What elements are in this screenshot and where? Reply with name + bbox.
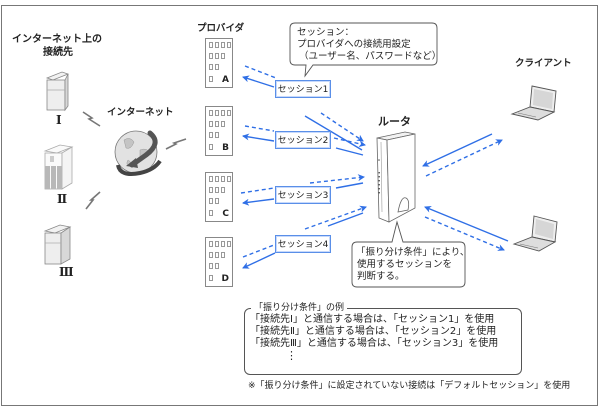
arrow-router-to-client1 bbox=[425, 139, 503, 177]
arrow-s4-from-provider bbox=[242, 244, 275, 258]
rule-line-3: 「接続先Ⅲ」と通信する場合は、「セッション3」を使用 bbox=[250, 338, 499, 349]
arrow-s1-from-provider bbox=[244, 65, 277, 79]
server-label-1: Ⅰ bbox=[56, 113, 62, 127]
router-callout-outline bbox=[351, 220, 466, 288]
rule-ellipsis: ⋮ bbox=[286, 349, 297, 362]
provider-label: C bbox=[222, 209, 229, 219]
provider-label: D bbox=[221, 274, 229, 284]
arrow-s2-to-provider bbox=[242, 133, 275, 142]
arrow-s3-from-provider bbox=[240, 187, 275, 194]
provider-label: A bbox=[222, 75, 229, 85]
lightning-bolt-icon-3 bbox=[85, 191, 101, 210]
router-callout-line3: 判断する。 bbox=[357, 271, 405, 282]
session-4-box: セッション4 bbox=[275, 235, 331, 253]
rules-note: ※「振り分け条件」に設定されていない接続は「デフォルトセッション」を使用 bbox=[248, 381, 571, 391]
lightning-bolt-icon-1 bbox=[82, 111, 101, 127]
session-1-box: セッション1 bbox=[275, 80, 331, 98]
provider-label: B bbox=[222, 143, 229, 153]
arrow-client1-to-router bbox=[422, 133, 493, 167]
lightning-bolt-icon-2 bbox=[165, 138, 187, 150]
server-icon-2 bbox=[43, 144, 74, 190]
rules-title: 「振り分け条件」の例 bbox=[251, 302, 348, 314]
provider-b: B bbox=[205, 106, 233, 156]
clients-title: クライアント bbox=[515, 58, 572, 69]
arrow-s2-to-router bbox=[333, 137, 366, 148]
arrow-s4-to-provider bbox=[242, 252, 276, 269]
internet-label: インターネット bbox=[107, 107, 174, 118]
session-3-box: セッション3 bbox=[275, 186, 331, 204]
destinations-title-line1: インターネット上の bbox=[12, 34, 102, 45]
arrow-s1-to-router bbox=[320, 112, 364, 142]
globe-icon bbox=[114, 130, 162, 176]
server-label-2: Ⅱ bbox=[57, 192, 68, 206]
providers-title: プロバイダ bbox=[197, 23, 245, 34]
arrow-s1-to-provider bbox=[242, 75, 275, 88]
server-icon-3 bbox=[43, 224, 72, 265]
session-callout-outline bbox=[289, 22, 438, 78]
provider-d: D bbox=[205, 237, 233, 287]
destinations-title-line2: 接続先 bbox=[43, 47, 73, 58]
session-2-box: セッション2 bbox=[275, 131, 331, 149]
session-callout-line1: セッション： bbox=[297, 27, 355, 38]
server-label-3: Ⅲ bbox=[59, 265, 74, 279]
arrow-router-to-client2 bbox=[424, 216, 505, 251]
arrow-s3-from-router bbox=[335, 182, 364, 189]
rules-box bbox=[244, 308, 522, 375]
arrow-s4-from-router bbox=[327, 212, 364, 227]
arrow-s2-from-provider bbox=[244, 125, 275, 132]
laptop-icon-2 bbox=[512, 215, 558, 252]
provider-a: A bbox=[205, 38, 233, 88]
arrow-s3-to-provider bbox=[242, 198, 275, 206]
router-callout-line1: 「振り分け条件」により、 bbox=[356, 247, 470, 258]
session-callout-line3: （ユーザー名、パスワードなど） bbox=[299, 51, 442, 62]
router-icon bbox=[376, 131, 416, 223]
provider-c: C bbox=[205, 172, 233, 222]
server-icon-1 bbox=[45, 71, 70, 112]
router-label: ルータ bbox=[378, 115, 411, 128]
arrow-s2-from-router bbox=[335, 147, 364, 156]
rule-line-1: 「接続先Ⅰ」と通信する場合は、「セッション1」を使用 bbox=[250, 314, 495, 325]
router-callout-line2: 使用するセッションを bbox=[357, 259, 453, 270]
rule-line-2: 「接続先Ⅱ」と通信する場合は、「セッション2」を使用 bbox=[250, 326, 497, 337]
arrow-s4-to-router bbox=[304, 205, 367, 230]
session-callout-line2: プロバイダへの接続用設定 bbox=[297, 39, 411, 50]
diagram-frame bbox=[1, 5, 598, 406]
arrow-client2-to-router bbox=[424, 206, 509, 242]
arrow-s3-to-router bbox=[309, 174, 365, 184]
arrow-s1-from-router bbox=[304, 115, 363, 151]
laptop-icon-1 bbox=[510, 85, 557, 121]
